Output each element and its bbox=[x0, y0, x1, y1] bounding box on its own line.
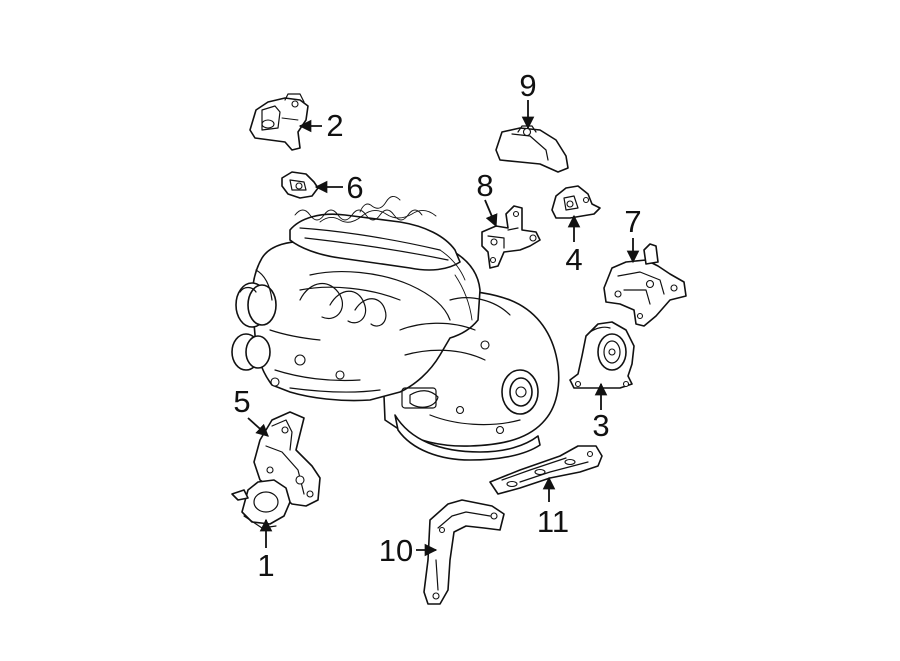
arrow-5 bbox=[247, 417, 269, 437]
arrow-8 bbox=[484, 199, 498, 228]
mount-part-11[interactable] bbox=[489, 445, 603, 495]
mount-part-4[interactable] bbox=[551, 185, 601, 219]
mount-part-7[interactable] bbox=[603, 243, 687, 327]
mount-part-8[interactable] bbox=[481, 205, 541, 269]
mount-part-6[interactable] bbox=[281, 171, 319, 199]
mount-part-3[interactable] bbox=[569, 321, 635, 389]
callout-9: 9 bbox=[519, 68, 536, 103]
callout-numbers: 1 2 3 4 5 6 7 8 9 10 11 bbox=[233, 68, 641, 583]
engine-transaxle-assembly bbox=[231, 196, 560, 461]
callout-1: 1 bbox=[257, 548, 274, 583]
mount-part-9[interactable] bbox=[495, 125, 569, 173]
callout-arrows bbox=[247, 100, 640, 557]
mount-part-1[interactable] bbox=[231, 479, 291, 529]
callout-3: 3 bbox=[592, 408, 609, 443]
mount-part-2[interactable] bbox=[249, 93, 309, 151]
callout-5: 5 bbox=[233, 384, 250, 419]
callout-4: 4 bbox=[565, 242, 582, 277]
mount-part-10[interactable] bbox=[423, 499, 505, 605]
callout-2: 2 bbox=[326, 108, 343, 143]
callout-11: 11 bbox=[537, 504, 569, 539]
callout-6: 6 bbox=[346, 170, 363, 205]
callout-8: 8 bbox=[476, 168, 493, 203]
callout-7: 7 bbox=[624, 204, 641, 239]
callout-10: 10 bbox=[379, 533, 413, 568]
